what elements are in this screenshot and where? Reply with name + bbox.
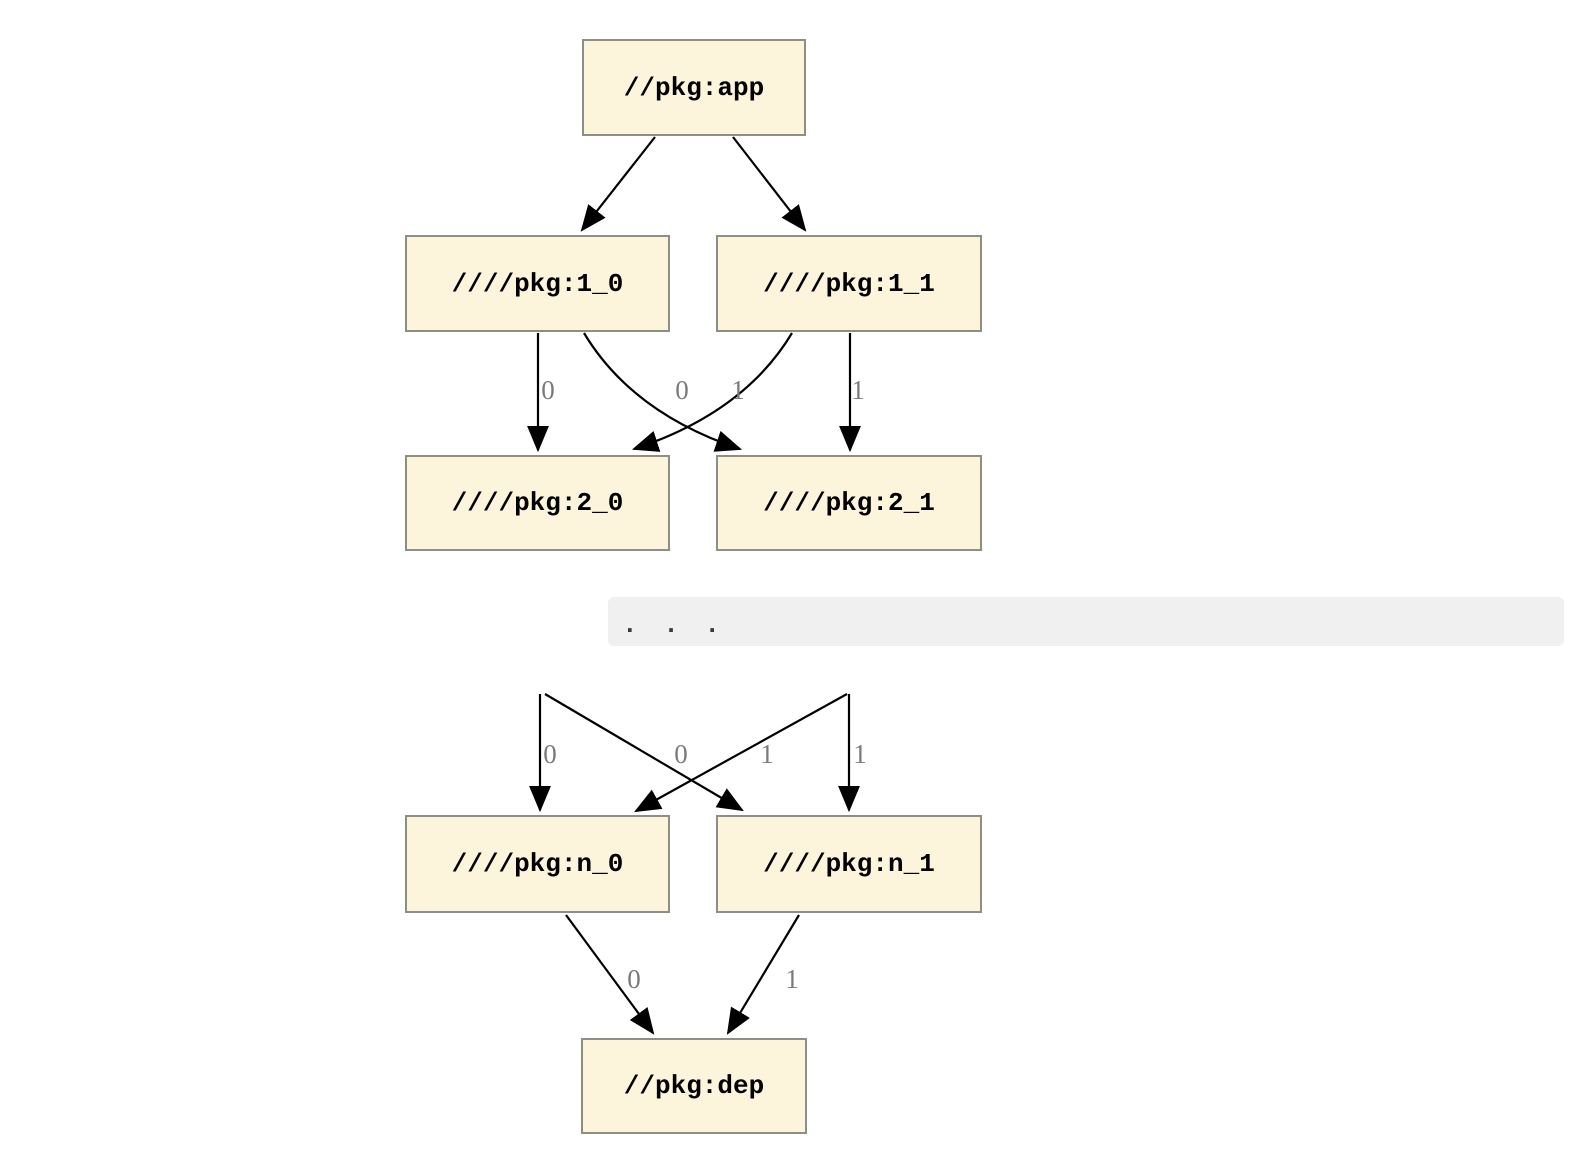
node-pkg-2_0: ////pkg:2_0 <box>405 455 670 551</box>
node-label: ////pkg:1_1 <box>763 268 935 299</box>
node-label: //pkg:app <box>623 72 765 103</box>
node-pkg-1_1: ////pkg:1_1 <box>716 235 982 332</box>
node-label: ////pkg:1_0 <box>451 268 624 299</box>
edge-prev-cross-to-n_1 <box>544 693 744 812</box>
edge-label: 0 <box>543 739 557 769</box>
node-pkg-n_1: ////pkg:n_1 <box>716 815 982 913</box>
edge-label: 0 <box>541 375 555 405</box>
edge-label: 0 <box>627 964 641 994</box>
node-pkg-app: //pkg:app <box>582 39 806 136</box>
edge-app-to-1_1 <box>732 136 807 232</box>
node-pkg-dep: //pkg:dep <box>581 1038 807 1134</box>
edge-label: 0 <box>675 375 689 405</box>
node-label: ////pkg:2_1 <box>763 488 935 518</box>
node-label: //pkg:dep <box>623 1071 765 1101</box>
edge-1_1-to-2_0 <box>631 332 793 452</box>
edge-label: 1 <box>851 375 865 405</box>
node-pkg-1_0: ////pkg:1_0 <box>405 235 670 332</box>
edge-label: 1 <box>785 964 799 994</box>
edge-label: 0 <box>674 739 688 769</box>
edge-n_0-to-dep <box>565 914 655 1035</box>
node-pkg-2_1: ////pkg:2_1 <box>716 455 982 551</box>
edge-1_0-to-2_1 <box>583 332 743 452</box>
edge-n_1-to-dep <box>726 914 800 1035</box>
ellipsis-text: . . . <box>622 609 726 640</box>
edge-prev-cross-to-n_0 <box>634 693 848 813</box>
edge-app-to-1_0 <box>580 136 656 232</box>
node-label: ////pkg:2_0 <box>451 488 624 518</box>
edge-label: 1 <box>731 375 745 405</box>
edge-label: 1 <box>853 739 867 769</box>
node-label: ////pkg:n_1 <box>763 849 935 879</box>
ellipsis-band: . . . <box>608 597 1564 646</box>
edge-label: 1 <box>760 739 774 769</box>
node-label: ////pkg:n_0 <box>451 849 624 879</box>
node-pkg-n_0: ////pkg:n_0 <box>405 815 670 913</box>
